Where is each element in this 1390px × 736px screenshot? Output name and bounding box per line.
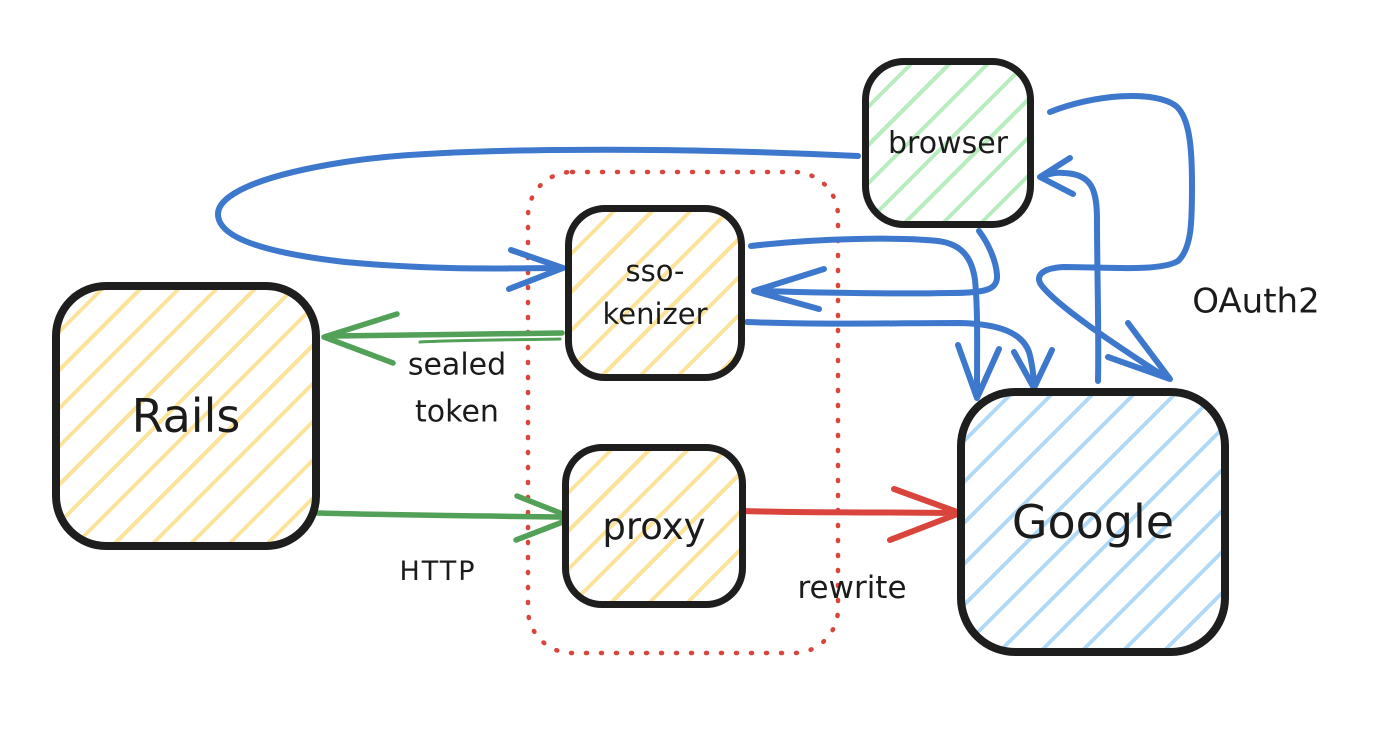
- arrow-browser-to-google-oauth-loop: [1036, 92, 1195, 382]
- edge-label-sealed-token-line2: token: [415, 394, 499, 429]
- node-ssokenizer-label-line1: sso-: [625, 253, 685, 288]
- edge-label-http: HTTP: [399, 556, 477, 588]
- arrow-browser-to-ssokenizer-right: [751, 228, 1000, 312]
- arrow-ssokenizer-to-google-lower: [744, 319, 1055, 391]
- node-google-label: Google: [1011, 495, 1175, 549]
- edge-label-sealed-token-line1: sealed: [407, 347, 507, 383]
- arrow-rails-to-proxy: [314, 493, 576, 543]
- arrow-proxy-to-google: [738, 486, 963, 543]
- node-proxy: proxy: [562, 444, 746, 608]
- arrow-ssokenizer-to-rails-doublestroke: [418, 337, 562, 344]
- node-rails: Rails: [52, 282, 320, 550]
- arrow-ssokenizer-to-google-upper: [748, 235, 1002, 401]
- edge-label-rewrite: rewrite: [797, 569, 907, 606]
- arrow-google-to-browser: [1037, 155, 1102, 384]
- node-ssokenizer: sso- kenizer: [565, 205, 745, 381]
- edge-label-sealed-token: sealed token: [408, 343, 506, 436]
- node-google: Google: [957, 388, 1229, 656]
- node-browser-label: browser: [887, 125, 1009, 161]
- node-ssokenizer-label-line2: kenizer: [602, 297, 708, 331]
- edge-label-oauth2: OAuth2: [1192, 281, 1320, 322]
- node-proxy-label: proxy: [602, 504, 706, 548]
- node-rails-label: Rails: [131, 389, 241, 443]
- node-browser: browser: [862, 58, 1034, 228]
- arrow-browser-to-ssokenizer-loop: [215, 146, 861, 292]
- arrow-ssokenizer-to-rails: [321, 311, 565, 366]
